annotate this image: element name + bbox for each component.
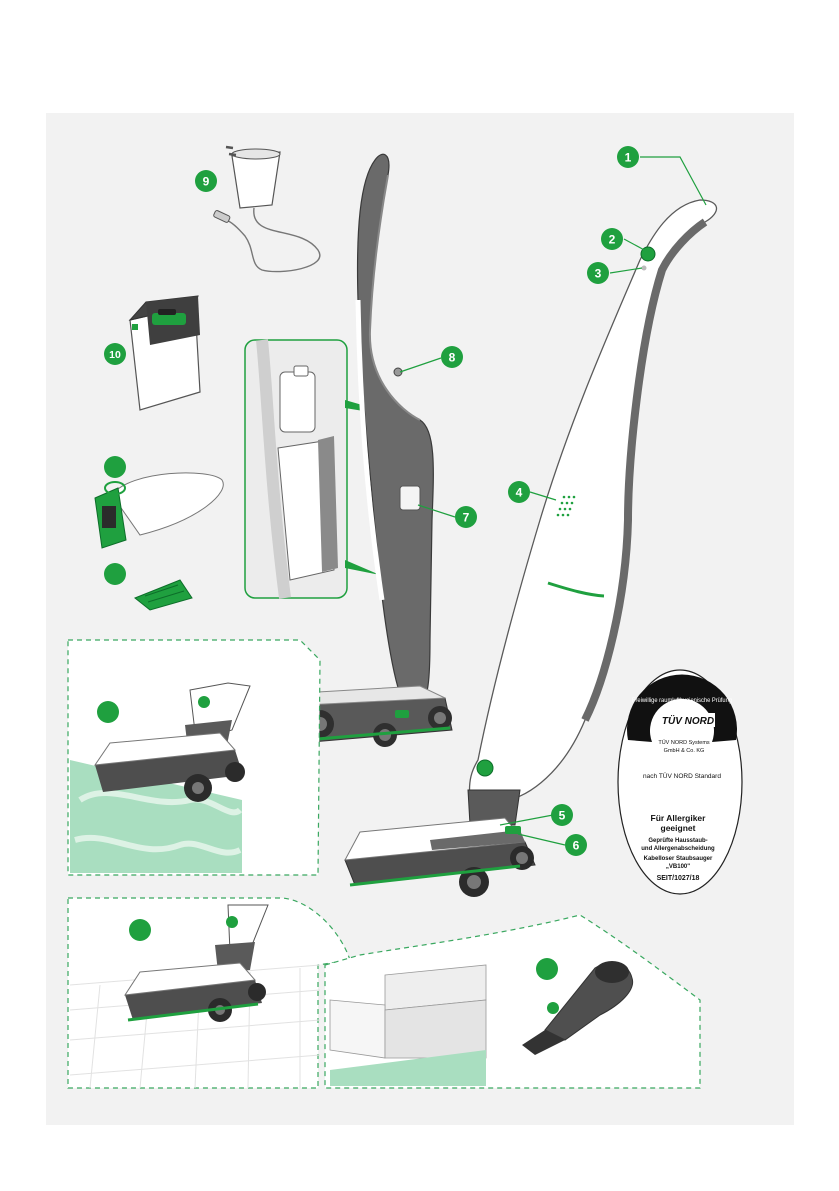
callout-3: 3 (587, 262, 609, 284)
seal-brand: TÜV NORD (662, 714, 714, 727)
callout-9: 9 (195, 170, 217, 192)
seal-test-line2: und Allergenabscheidung (641, 846, 715, 852)
callout-4-label: 4 (516, 486, 523, 500)
marker-motor-filter (104, 563, 126, 585)
callout-1: 1 (617, 146, 639, 168)
callout-8-label: 8 (449, 351, 456, 365)
seal-company-line2: GmbH & Co. KG (664, 748, 705, 754)
callout-3-label: 3 (595, 267, 602, 281)
callout-1-label: 1 (625, 151, 632, 165)
callout-7-label: 7 (463, 511, 470, 525)
callout-8: 8 (441, 346, 463, 368)
seal-cert-id: SEIT/1027/18 (657, 875, 700, 882)
seal-arc-top: Freiwillige raumlufthygienische Prüfung (632, 698, 732, 704)
seal-suitable-line2: geeignet (661, 823, 696, 833)
carpet-scene (68, 640, 320, 875)
seal-company-line1: TÜV NORD Systems (658, 739, 710, 746)
tuv-certification-seal: TÜV NORD Freiwillige raumlufthygienische… (618, 670, 742, 894)
callout-10-label: 10 (109, 349, 121, 361)
callout-2: 2 (601, 228, 623, 250)
seal-product-line1: Kabelloser Staubsauger (644, 856, 713, 862)
callout-6-label: 6 (573, 839, 580, 853)
callout-7: 7 (455, 506, 477, 528)
tile-floor-scene (68, 898, 350, 1088)
marker-filter-bag (104, 456, 126, 478)
callout-5: 5 (551, 804, 573, 826)
battery-illustration (130, 296, 200, 410)
callout-9-label: 9 (203, 175, 210, 189)
callout-5-label: 5 (559, 809, 566, 823)
callout-2-label: 2 (609, 233, 616, 247)
callout-6: 6 (565, 834, 587, 856)
seal-suitable-line1: Für Allergiker (651, 813, 707, 823)
callout-4: 4 (508, 481, 530, 503)
callout-10: 10 (104, 343, 126, 365)
seal-product-line2: „VB100" (666, 864, 690, 870)
seal-arc-bottom: nach TÜV NORD Standard (643, 772, 721, 780)
seal-test-line1: Geprüfte Hausstaub- (648, 838, 707, 844)
